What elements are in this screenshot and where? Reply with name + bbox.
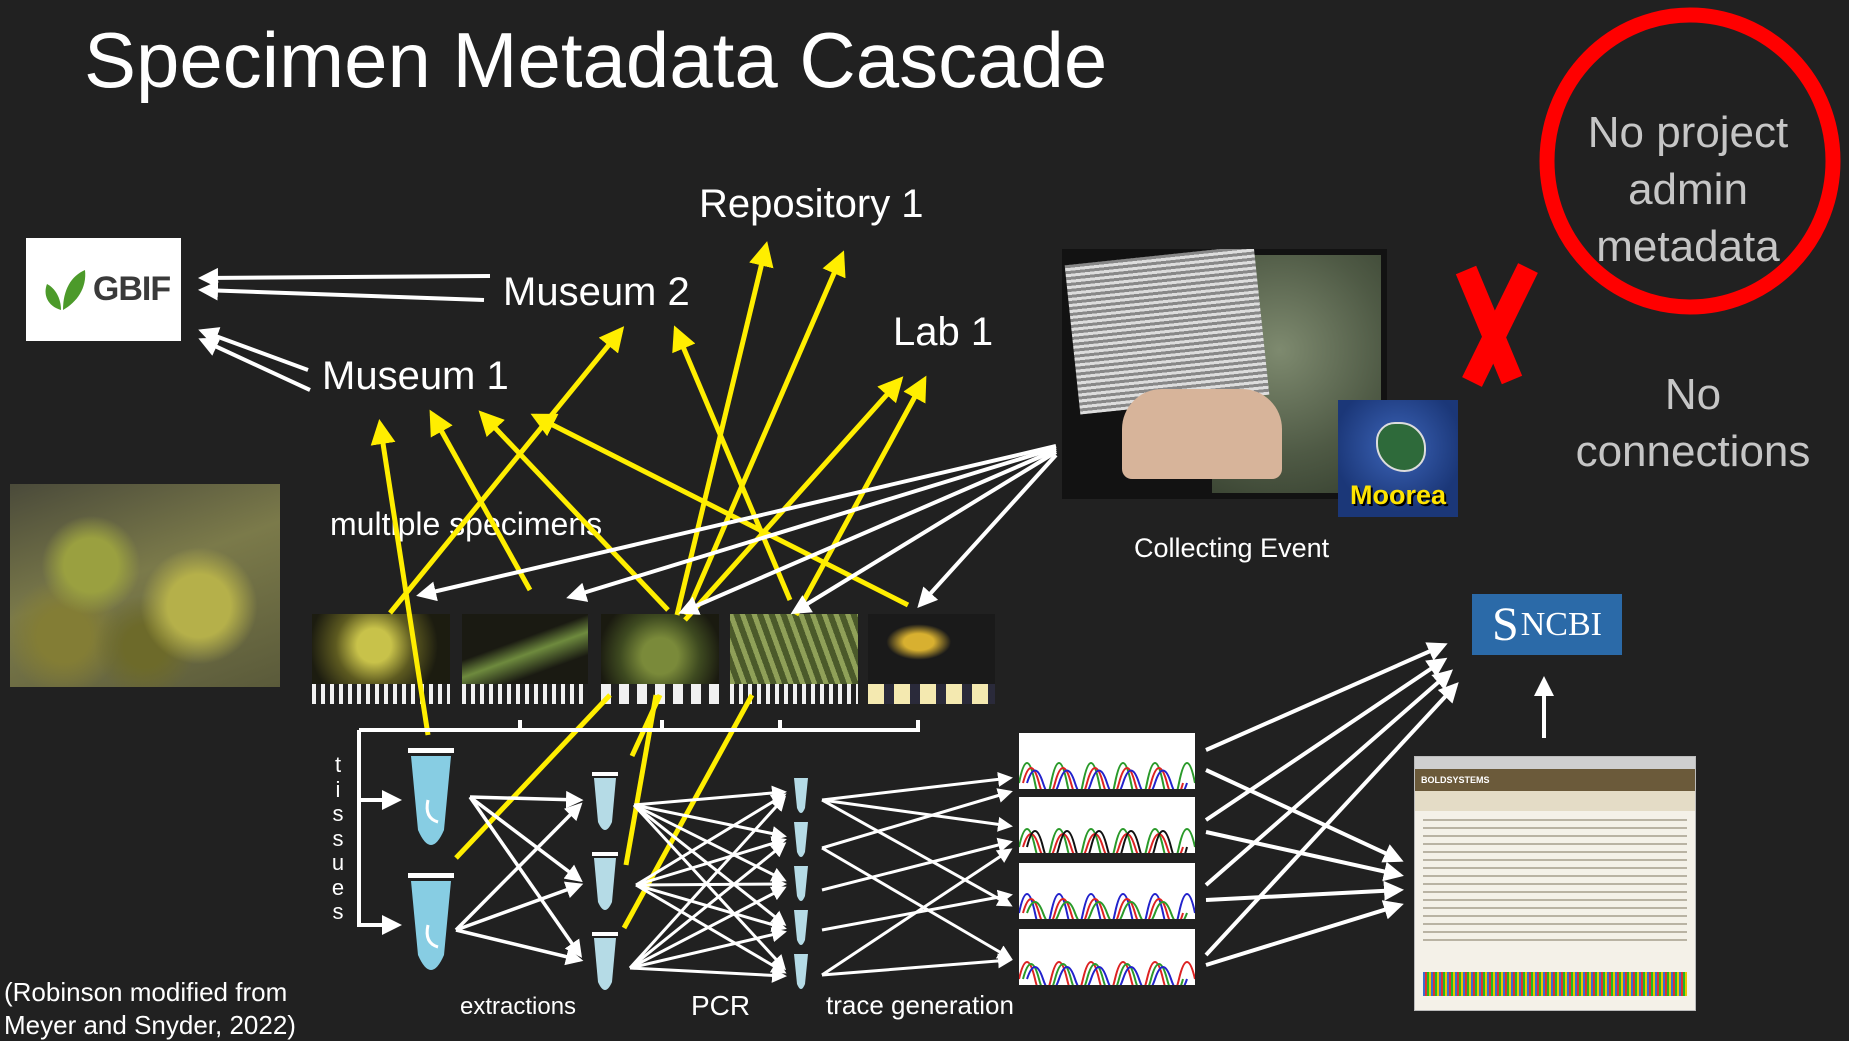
pcr-label: PCR [691,990,751,1021]
moorea-label: Moorea [1349,480,1447,510]
yellow-metadata-arrows [370,241,927,930]
trace-chromatogram [1019,797,1195,853]
tissue-tubes [408,748,454,970]
specimen-bracket [357,720,920,935]
specimen-photo [462,614,588,704]
citation-line-1: (Robinson modified from [4,977,288,1007]
trace-chromatogram [1019,863,1195,919]
lab-1-label: Lab 1 [893,310,994,354]
collecting-event-label: Collecting Event [1134,533,1330,563]
red-circle-mark [1539,7,1841,315]
no-connections-label: No connections [1575,370,1811,476]
moorea-map-inset: Moorea [1338,400,1458,517]
bold-header-text: BOLDSYSTEMS [1421,775,1490,785]
repository-1-label: Repository 1 [699,182,924,226]
pcr-tubes [794,778,808,989]
extraction-arrows [454,790,584,966]
ncbi-logo-text: NCBI [1520,605,1602,643]
trace-chromatogram [1019,733,1195,789]
red-x-mark [1455,263,1538,387]
specimen-photo [601,614,719,704]
pcr-arrows [628,785,787,983]
gbif-logo: GBIF [26,238,181,341]
no-project-admin-metadata-label: No project admin metadata [1587,108,1789,271]
island-icon [1376,422,1426,472]
submission-arrows [1204,642,1554,967]
moss-collection-photo [10,484,280,687]
specimen-photo [730,614,858,704]
ncbi-logo: S NCBI [1472,594,1622,655]
museum-2-label: Museum 2 [503,270,690,314]
citation-line-2: Meyer and Snyder, 2022) [4,1010,296,1040]
specimen-photo [868,614,995,704]
barcode-strip [1423,972,1687,996]
trace-generation-label: trace generation [826,990,1014,1020]
museum-1-label: Museum 1 [322,354,509,398]
gbif-leaf-icon [45,269,86,310]
gbif-logo-text: GBIF [92,270,171,308]
slide-title: Specimen Metadata Cascade [84,16,1108,104]
gbif-arrows [198,267,491,392]
trace-chromatogram [1019,929,1195,985]
trace-arrows [821,771,1013,977]
extraction-tubes [592,772,618,990]
ncbi-s-icon: S [1492,598,1519,651]
multiple-specimens-label: multiple specimens [330,506,603,542]
bold-systems-record: BOLDSYSTEMS [1414,756,1696,1011]
tissues-label: t i s s u e s [331,752,345,924]
specimen-photo [312,614,450,704]
collecting-event-arrows [416,444,1058,615]
extractions-label: extractions [460,993,577,1020]
